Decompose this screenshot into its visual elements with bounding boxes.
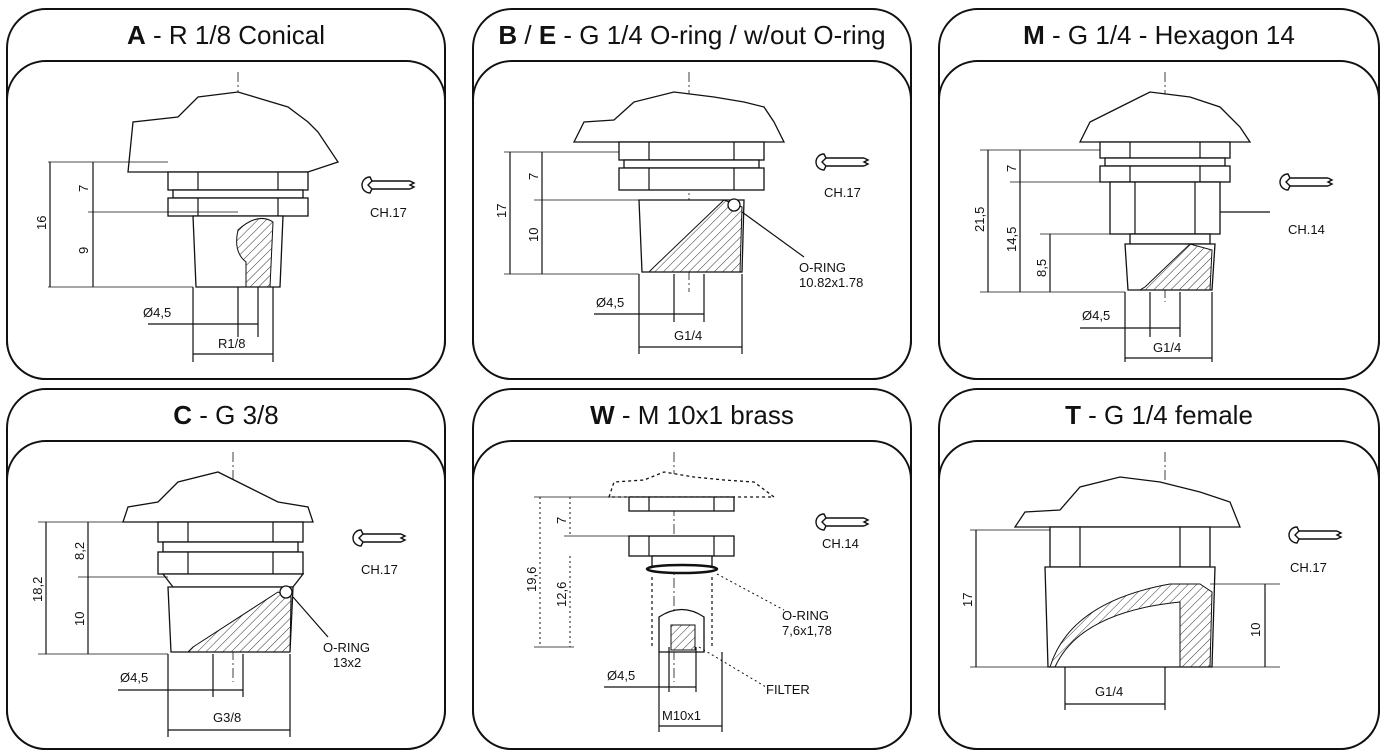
oring-label: O-RING: [323, 640, 370, 655]
dim-total: 17: [494, 204, 509, 218]
oring-size: 13x2: [333, 655, 361, 670]
drawing-area: 21,5 7 14,5 8,5 Ø4,5 G1/4 CH.14: [938, 60, 1380, 380]
panel-b-e: B / E - G 1/4 O-ring / w/out O-ring O-RI…: [472, 8, 912, 380]
wrench-icon: [352, 529, 406, 547]
dim-bore: Ø4,5: [1082, 308, 1110, 323]
dim-thread: G1/4: [1153, 340, 1181, 355]
oring-label: O-RING: [799, 260, 846, 275]
dim-lower: 10: [72, 612, 87, 626]
dim-thread: G1/4: [674, 328, 702, 343]
oring-size: 10.82x1.78: [799, 275, 863, 290]
dim-depth: 10: [1248, 623, 1263, 637]
wrench-icon: [361, 176, 415, 194]
panel-title: B / E - G 1/4 O-ring / w/out O-ring: [498, 20, 886, 50]
wrench-size: CH.14: [822, 536, 859, 551]
wrench-size: CH.17: [824, 185, 861, 200]
dim-upper: 7: [554, 517, 569, 524]
dim-bore: Ø4,5: [143, 305, 171, 320]
dim-total: 17: [960, 593, 975, 607]
dim-total: 18,2: [30, 577, 45, 602]
technical-drawing-b: O-RING 10.82x1.78 17 7 10 Ø4,5 G1/4 CH.1…: [494, 72, 869, 354]
panel-w: W - M 10x1 brass O-RING 7,6x1,78 FILTER …: [472, 388, 912, 750]
drawing-area: 16 7 9 Ø4,5 R1/8 CH.17: [6, 60, 446, 380]
dim-total: 16: [34, 216, 49, 230]
drawing-area: O-RING 7,6x1,78 FILTER 19,6 7 12,6 Ø4,5 …: [472, 440, 912, 750]
wrench-icon: [1279, 173, 1333, 191]
panel-title: A - R 1/8 Conical: [127, 20, 325, 50]
dim-bore: Ø4,5: [607, 668, 635, 683]
dim-lower: 12,6: [554, 582, 569, 607]
dim-thread: G3/8: [213, 710, 241, 725]
panel-title: T - G 1/4 female: [1065, 400, 1253, 430]
dim-lower: 8,5: [1034, 259, 1049, 277]
dim-lower: 9: [76, 247, 91, 254]
wrench-size: CH.17: [1290, 560, 1327, 575]
panel-t: T - G 1/4 female 17 10 G1/4 CH.17: [938, 388, 1380, 750]
oring-size: 7,6x1,78: [782, 623, 832, 638]
wrench-size: CH.17: [361, 562, 398, 577]
dim-thread: R1/8: [218, 336, 245, 351]
dim-upper: 8,2: [72, 542, 87, 560]
panel-a: A - R 1/8 Conical 16 7 9 Ø4,5 R1/8 CH: [6, 8, 446, 380]
dim-mid: 14,5: [1004, 227, 1019, 252]
technical-drawing-m: 21,5 7 14,5 8,5 Ø4,5 G1/4 CH.14: [972, 72, 1333, 362]
panel-m: M - G 1/4 - Hexagon 14 21,5 7 14,5 8,5: [938, 8, 1380, 380]
dim-upper: 7: [1004, 165, 1019, 172]
panel-title: C - G 3/8: [173, 400, 279, 430]
dim-total: 21,5: [972, 207, 987, 232]
dim-upper: 7: [526, 173, 541, 180]
drawing-area: O-RING 13x2 18,2 8,2 10 Ø4,5 G3/8 CH.17: [6, 440, 446, 750]
panel-title: M - G 1/4 - Hexagon 14: [1023, 20, 1295, 50]
filter-label: FILTER: [766, 682, 810, 697]
wrench-size: CH.14: [1288, 222, 1325, 237]
dim-bore: Ø4,5: [596, 295, 624, 310]
technical-drawing-t: 17 10 G1/4 CH.17: [960, 452, 1342, 710]
dim-bore: Ø4,5: [120, 670, 148, 685]
panel-c: C - G 3/8 O-RING 13x2 18,2 8,2 10 Ø4,: [6, 388, 446, 750]
dim-thread: G1/4: [1095, 684, 1123, 699]
wrench-size: CH.17: [370, 205, 407, 220]
panel-title: W - M 10x1 brass: [590, 400, 794, 430]
dim-total: 19,6: [524, 567, 539, 592]
dim-upper: 7: [76, 185, 91, 192]
drawing-area: O-RING 10.82x1.78 17 7 10 Ø4,5 G1/4 CH.1…: [472, 60, 912, 380]
wrench-icon: [815, 153, 869, 171]
wrench-icon: [1288, 526, 1342, 544]
drawing-area: 17 10 G1/4 CH.17: [938, 440, 1380, 750]
technical-drawing-c: O-RING 13x2 18,2 8,2 10 Ø4,5 G3/8 CH.17: [30, 452, 406, 737]
technical-drawing-a: 16 7 9 Ø4,5 R1/8 CH.17: [34, 72, 415, 362]
dim-lower: 10: [526, 228, 541, 242]
oring-label: O-RING: [782, 608, 829, 623]
wrench-icon: [815, 513, 869, 531]
technical-drawing-w: O-RING 7,6x1,78 FILTER 19,6 7 12,6 Ø4,5 …: [524, 452, 869, 732]
dim-thread: M10x1: [662, 708, 701, 723]
